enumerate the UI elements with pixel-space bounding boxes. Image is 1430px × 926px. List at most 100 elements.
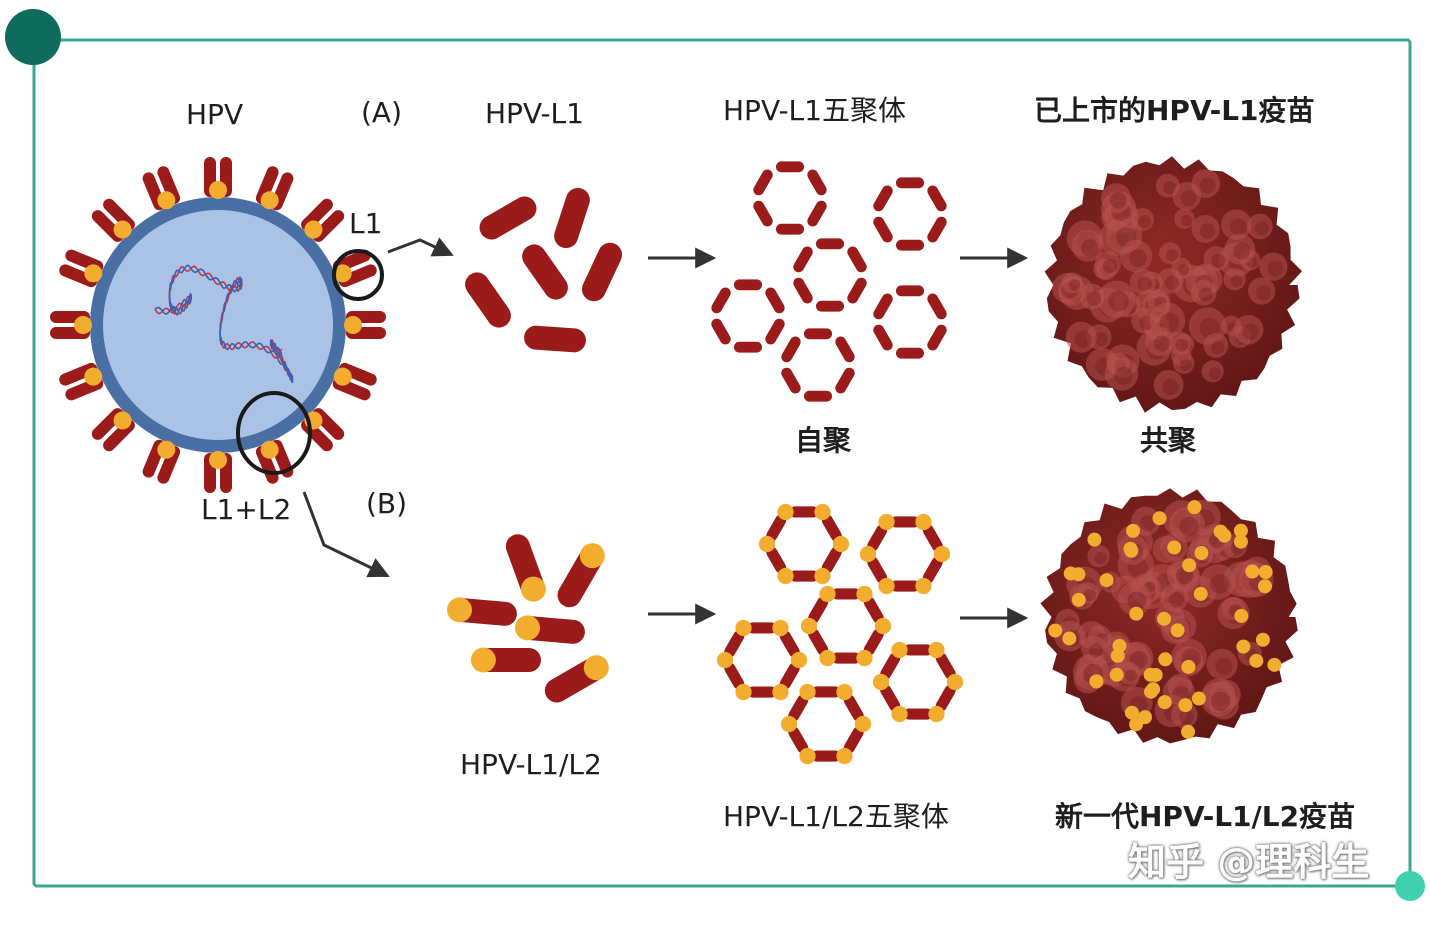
rod-body bbox=[522, 244, 568, 300]
pentamer-subunit bbox=[922, 524, 943, 552]
capsomere bbox=[1190, 279, 1217, 306]
pentamer-l2-tip bbox=[859, 545, 877, 563]
pentamer-l2-tip bbox=[836, 683, 853, 701]
pentamer-subunit bbox=[807, 200, 827, 227]
capsomere-shadow bbox=[1162, 378, 1179, 396]
capsid-protein-pair bbox=[301, 198, 345, 242]
rod-body bbox=[781, 367, 801, 394]
pentamer-l2-tip bbox=[832, 535, 850, 553]
pentamer-subunit bbox=[793, 277, 813, 304]
pentamer-l2-tip bbox=[777, 503, 794, 521]
l2-tip bbox=[1167, 540, 1182, 555]
pentamer-subunit bbox=[847, 277, 867, 304]
capsomere-shadow bbox=[1109, 192, 1127, 209]
pentamer-subunit bbox=[775, 223, 805, 235]
pentamer-subunit bbox=[890, 580, 920, 592]
l2-tip bbox=[1249, 653, 1264, 668]
capsomere bbox=[1157, 268, 1183, 294]
pentamer-subunit bbox=[747, 686, 777, 698]
l1-l2-pentamer bbox=[859, 513, 951, 595]
capsid-protein-pair bbox=[255, 166, 294, 211]
rod-body bbox=[821, 546, 842, 574]
l2-tip bbox=[1124, 705, 1139, 720]
watermark: 知乎 @理科生 bbox=[1128, 840, 1370, 884]
capsomere bbox=[1172, 352, 1195, 374]
capsid-protein bbox=[157, 166, 181, 205]
pentamer-subunit bbox=[821, 546, 842, 574]
capsomere-shadow bbox=[1163, 181, 1177, 195]
rod-body bbox=[803, 390, 833, 402]
pentamer-subunit bbox=[781, 367, 801, 394]
capsomere-shadow bbox=[1108, 290, 1129, 312]
rod-body bbox=[821, 514, 842, 542]
rod-body bbox=[847, 277, 867, 304]
pentamer-subunit bbox=[863, 596, 884, 624]
arrows bbox=[302, 237, 1029, 629]
rod-body bbox=[867, 524, 888, 552]
rod-body bbox=[807, 200, 827, 227]
capsomere-shadow bbox=[1179, 359, 1192, 372]
capsid-protein-tip bbox=[333, 264, 352, 283]
capsomere bbox=[1174, 208, 1195, 229]
pentamer-l2-tip bbox=[915, 513, 932, 531]
pentamer-subunit bbox=[803, 328, 833, 340]
l1-l2-pentamer bbox=[780, 683, 872, 765]
rod-body bbox=[766, 546, 787, 574]
pentamer-subunit bbox=[935, 652, 956, 680]
l2-tip bbox=[1129, 606, 1144, 621]
rod-body bbox=[747, 686, 777, 698]
pentamer-subunit bbox=[733, 279, 763, 291]
rod-body bbox=[338, 264, 377, 288]
pentamer-subunit bbox=[815, 300, 845, 312]
l2-tip bbox=[1194, 546, 1209, 561]
rod-tip bbox=[515, 615, 540, 641]
rod-body bbox=[835, 367, 855, 394]
rod-body bbox=[807, 169, 827, 196]
pentamer-l2-tip bbox=[891, 705, 908, 723]
l1-pentamer bbox=[781, 328, 855, 402]
label-hpv-l1: HPV-L1 bbox=[485, 97, 584, 130]
capsid-protein-pair bbox=[344, 311, 386, 339]
rod-body bbox=[903, 708, 933, 720]
capsomere-shadow bbox=[1074, 330, 1092, 348]
pentamer-subunit bbox=[775, 161, 805, 173]
pentamer-subunit bbox=[843, 726, 864, 754]
rod-body bbox=[338, 362, 377, 386]
capsid-protein-tip bbox=[157, 440, 176, 459]
capsomere bbox=[1224, 233, 1256, 265]
capsomere-shadow bbox=[1086, 291, 1102, 306]
rod-body bbox=[753, 169, 773, 196]
pentamer-subunit bbox=[895, 177, 925, 189]
pentamer-subunit bbox=[927, 293, 947, 320]
pentamer-l2-tip bbox=[819, 585, 836, 603]
pentamer-subunit bbox=[927, 216, 947, 243]
rod-body bbox=[779, 630, 800, 658]
l1-l2-vaccine-particle bbox=[1040, 488, 1298, 744]
l1-l2-protein bbox=[505, 534, 546, 602]
pentamer-subunit bbox=[815, 238, 845, 250]
capsomere bbox=[1097, 280, 1136, 319]
pentamer-subunit bbox=[895, 239, 925, 251]
pentamer-l2-tip bbox=[772, 683, 789, 701]
rod-body bbox=[775, 223, 805, 235]
capsomere bbox=[1223, 267, 1246, 291]
capsid-protein bbox=[338, 264, 377, 288]
l1-vaccine-particle bbox=[1044, 156, 1302, 413]
pentamer-subunit bbox=[789, 570, 819, 582]
pentamer-subunit bbox=[724, 662, 745, 690]
capsomere-shadow bbox=[1179, 516, 1199, 537]
capsomere-shadow bbox=[1230, 274, 1243, 288]
pentamer-subunit bbox=[711, 287, 731, 314]
label-l1-l2-pentamer: HPV-L1/L2五聚体 bbox=[723, 800, 949, 833]
pentamer-subunit bbox=[766, 546, 787, 574]
l2-tip bbox=[1112, 638, 1127, 653]
pentamer-subunit bbox=[880, 652, 901, 680]
capsomere-shadow bbox=[1180, 215, 1193, 227]
capsomere bbox=[1145, 326, 1175, 356]
pentamer-subunit bbox=[922, 556, 943, 584]
l2-tip bbox=[1148, 667, 1163, 682]
rod-body bbox=[895, 177, 925, 189]
pentamer-subunit bbox=[781, 336, 801, 363]
capsomere-shadow bbox=[1233, 242, 1251, 260]
l2-tip bbox=[1258, 579, 1273, 594]
